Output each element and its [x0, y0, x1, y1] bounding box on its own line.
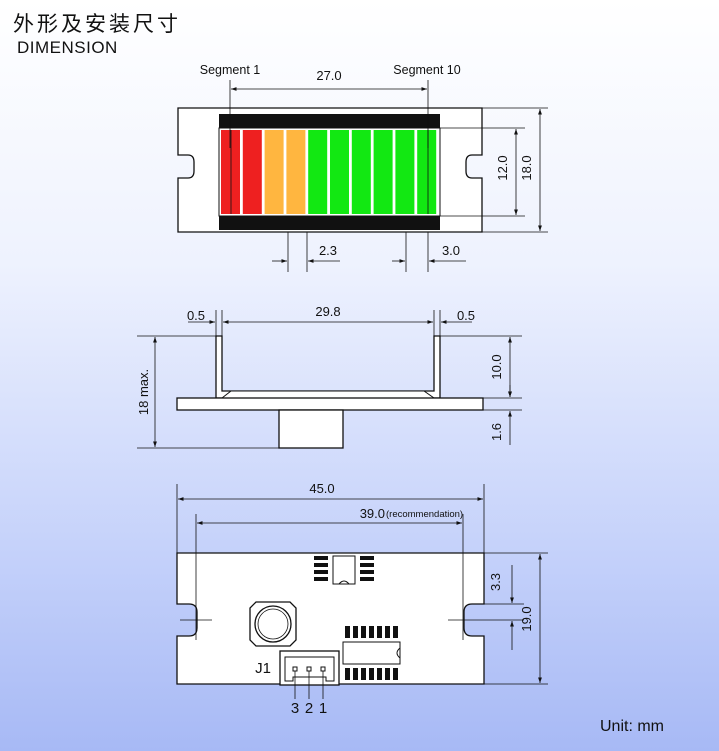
- side-view-bezel: [215, 335, 441, 399]
- front-view-top-bar: [219, 114, 440, 128]
- ic-bottom-pins-top: [345, 626, 398, 638]
- dim-text-left: 0.5: [187, 308, 205, 323]
- ic-bottom-body: [342, 641, 401, 665]
- dim-text-total: 45.0: [309, 481, 334, 496]
- dim-text-end: 3.0: [442, 243, 460, 258]
- led-segment-4: [286, 130, 306, 214]
- led-segment-2: [242, 130, 262, 214]
- side-view-pcb: [176, 397, 484, 411]
- ic-top-pins-left: [314, 556, 328, 581]
- dim-text-height: 19.0: [519, 606, 534, 631]
- title-english: DIMENSION: [17, 38, 118, 57]
- ic-bottom-notch: [396, 647, 401, 659]
- side-view-connector: [278, 409, 344, 449]
- j1-label: J1: [255, 660, 271, 677]
- ic-bottom-pins-bottom: [345, 668, 398, 680]
- pin-label-2: 2: [305, 700, 313, 717]
- led-segment-1: [221, 130, 240, 214]
- side-view: 29.8 0.5 0.5 18 max. 10.0 1.6: [136, 304, 522, 449]
- dim-text-seg-width: 2.3: [319, 243, 337, 258]
- unit-label: Unit: mm: [600, 718, 664, 735]
- ic-top-body: [332, 555, 356, 585]
- dim-text-pcb: 1.6: [489, 423, 504, 441]
- round-component: [254, 605, 292, 643]
- segment-1-label: Segment 1: [200, 63, 261, 77]
- title-chinese: 外形及安装尺寸: [13, 12, 181, 36]
- round-component-inner: [257, 608, 289, 640]
- dim-text-height: 18 max.: [136, 369, 151, 415]
- led-segment-7: [351, 130, 371, 214]
- led-segment-9: [395, 130, 415, 214]
- dim-text-width: 27.0: [316, 68, 341, 83]
- ic-top-pins-right: [360, 556, 374, 581]
- dim-text-seg-height: 12.0: [495, 155, 510, 180]
- dim-text-mount-note: (recommendation): [386, 509, 463, 520]
- front-view: Segment 1 Segment 10 27.0 12.0 18.0 2.3 …: [177, 63, 548, 272]
- side-view-inner-plate: [220, 390, 436, 399]
- led-segment-5: [308, 130, 328, 214]
- segments: [221, 130, 437, 214]
- led-segment-6: [330, 130, 349, 214]
- dim-text-top: 10.0: [489, 354, 504, 379]
- led-segment-10: [417, 130, 437, 214]
- dim-text-mount: 39.0: [360, 506, 385, 521]
- led-segment-8: [373, 130, 393, 214]
- bottom-view: 45.0 39.0 (recommendation): [176, 481, 548, 717]
- j1-pin-3: [292, 666, 298, 672]
- dim-text-total-height: 18.0: [519, 155, 534, 180]
- front-view-bottom-bar: [219, 216, 440, 230]
- ic-top-notch: [338, 580, 350, 585]
- dim-text-width: 29.8: [315, 304, 340, 319]
- pin-label-1: 1: [319, 700, 327, 717]
- j1-pin-1: [320, 666, 326, 672]
- dim-text-right: 0.5: [457, 308, 475, 323]
- dim-text-offset: 3.3: [488, 573, 503, 591]
- led-segment-3: [264, 130, 284, 214]
- j1-pin-2: [306, 666, 312, 672]
- pin-label-3: 3: [291, 700, 299, 717]
- segment-10-label: Segment 10: [393, 63, 460, 77]
